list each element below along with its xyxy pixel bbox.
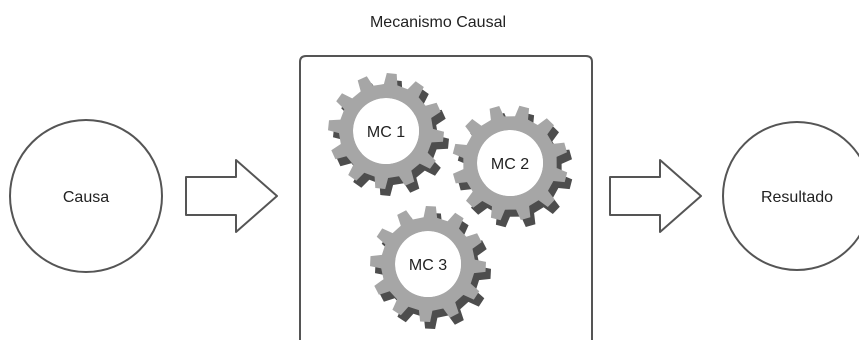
gears-group: MC 1 MC 2 MC 3 [328,73,573,329]
gear-mc-1: MC 1 [328,73,449,196]
gear-mc-3: MC 3 [370,206,491,329]
arrow-mechanism-to-result [609,159,702,233]
cause-label: Causa [63,189,109,206]
gear-icon [370,206,486,322]
result-node: Resultado [722,121,859,271]
cause-circle [9,119,163,273]
mechanism-title: Mecanismo Causal [370,14,506,31]
gear-icon [452,105,568,221]
arrow-cause-to-mechanism [185,159,278,233]
gear-icon [328,73,444,189]
gear-hole [395,231,461,297]
gear-hole [353,98,419,164]
gear-hole [477,130,543,196]
gear-label-mc-2: MC 2 [491,156,529,173]
result-label: Resultado [761,189,833,206]
result-circle [722,121,859,271]
mechanism-box [299,55,593,340]
cause-node: Causa [9,119,163,273]
gear-mc-2: MC 2 [452,105,573,228]
gear-label-mc-1: MC 1 [367,124,405,141]
gear-label-mc-3: MC 3 [409,257,447,274]
